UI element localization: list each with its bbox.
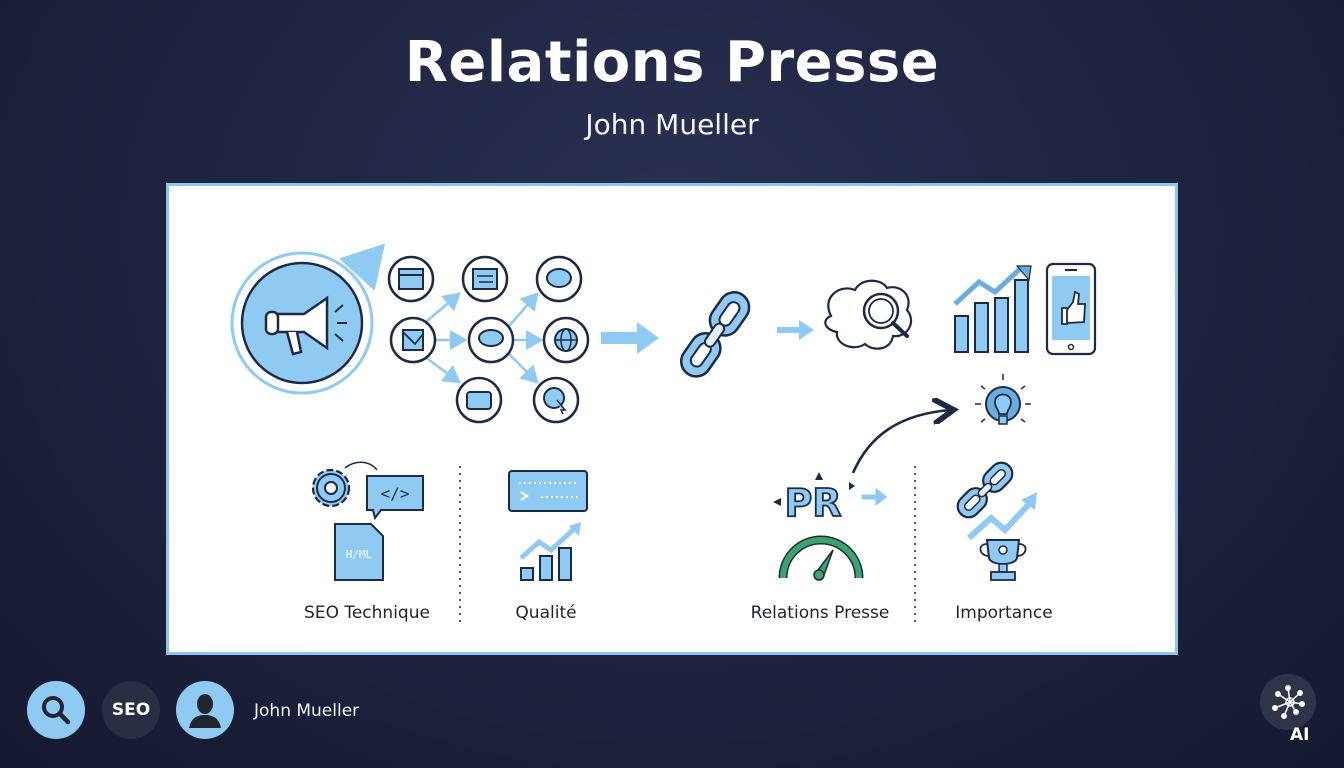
globe-cursor-icon bbox=[532, 376, 580, 424]
arrow-up-right bbox=[339, 243, 386, 291]
diagram-panel: </> H/ML PR bbox=[166, 183, 1178, 655]
speedometer-icon bbox=[778, 535, 864, 581]
search-icon bbox=[42, 696, 71, 725]
growth-chart-icon bbox=[953, 265, 1032, 353]
user-icon bbox=[189, 694, 221, 728]
brain-search-icon bbox=[824, 279, 913, 350]
gear-icon bbox=[311, 468, 351, 508]
section-label-relations-presse: Relations Presse bbox=[750, 603, 890, 623]
chat-group-icon bbox=[535, 255, 583, 303]
link-icon bbox=[956, 461, 1014, 519]
seo-badge[interactable]: SEO bbox=[102, 681, 160, 739]
section-label-importance: Importance bbox=[955, 603, 1053, 623]
author-name: John Mueller bbox=[254, 701, 360, 721]
svg-text:</>: </> bbox=[381, 484, 410, 503]
page-subtitle: John Mueller bbox=[585, 108, 759, 141]
code-icon: </> bbox=[366, 475, 424, 521]
flow-arrow-small bbox=[777, 320, 814, 340]
pr-badge-icon: PR bbox=[773, 472, 855, 526]
ai-button[interactable] bbox=[1260, 674, 1316, 730]
section-label-qualite: Qualité bbox=[515, 603, 577, 623]
html-file-icon: H/ML bbox=[334, 523, 384, 581]
diagram-canvas: </> H/ML PR bbox=[230, 243, 1097, 622]
search-button[interactable] bbox=[27, 681, 85, 739]
flow-arrow-small bbox=[861, 488, 888, 506]
trend-arrow-icon bbox=[966, 492, 1037, 541]
phone-like-icon bbox=[1045, 262, 1097, 356]
article-icon bbox=[461, 255, 509, 303]
screen-icon bbox=[455, 376, 503, 424]
svg-text:H/ML: H/ML bbox=[346, 548, 373, 561]
idea-bulb-icon bbox=[975, 374, 1031, 425]
ai-label: AI bbox=[1290, 725, 1310, 745]
flow-arrow bbox=[601, 322, 659, 354]
loop-arrow bbox=[344, 461, 378, 471]
browser-window-icon bbox=[387, 255, 435, 303]
avatar[interactable] bbox=[176, 681, 234, 739]
growth-chart-icon bbox=[519, 522, 581, 581]
page-title: Relations Presse bbox=[404, 30, 940, 95]
curved-arrow bbox=[851, 410, 951, 474]
globe-icon bbox=[542, 316, 590, 364]
svg-text:PR: PR bbox=[784, 481, 841, 525]
email-icon bbox=[389, 316, 437, 364]
section-label-seo-technique: SEO Technique bbox=[304, 603, 430, 623]
link-icon bbox=[679, 291, 751, 378]
megaphone-icon bbox=[230, 251, 374, 395]
trophy-icon bbox=[979, 539, 1027, 581]
terminal-icon bbox=[508, 470, 588, 512]
network-icon bbox=[1272, 685, 1305, 719]
speech-bubble-icon bbox=[467, 316, 515, 364]
